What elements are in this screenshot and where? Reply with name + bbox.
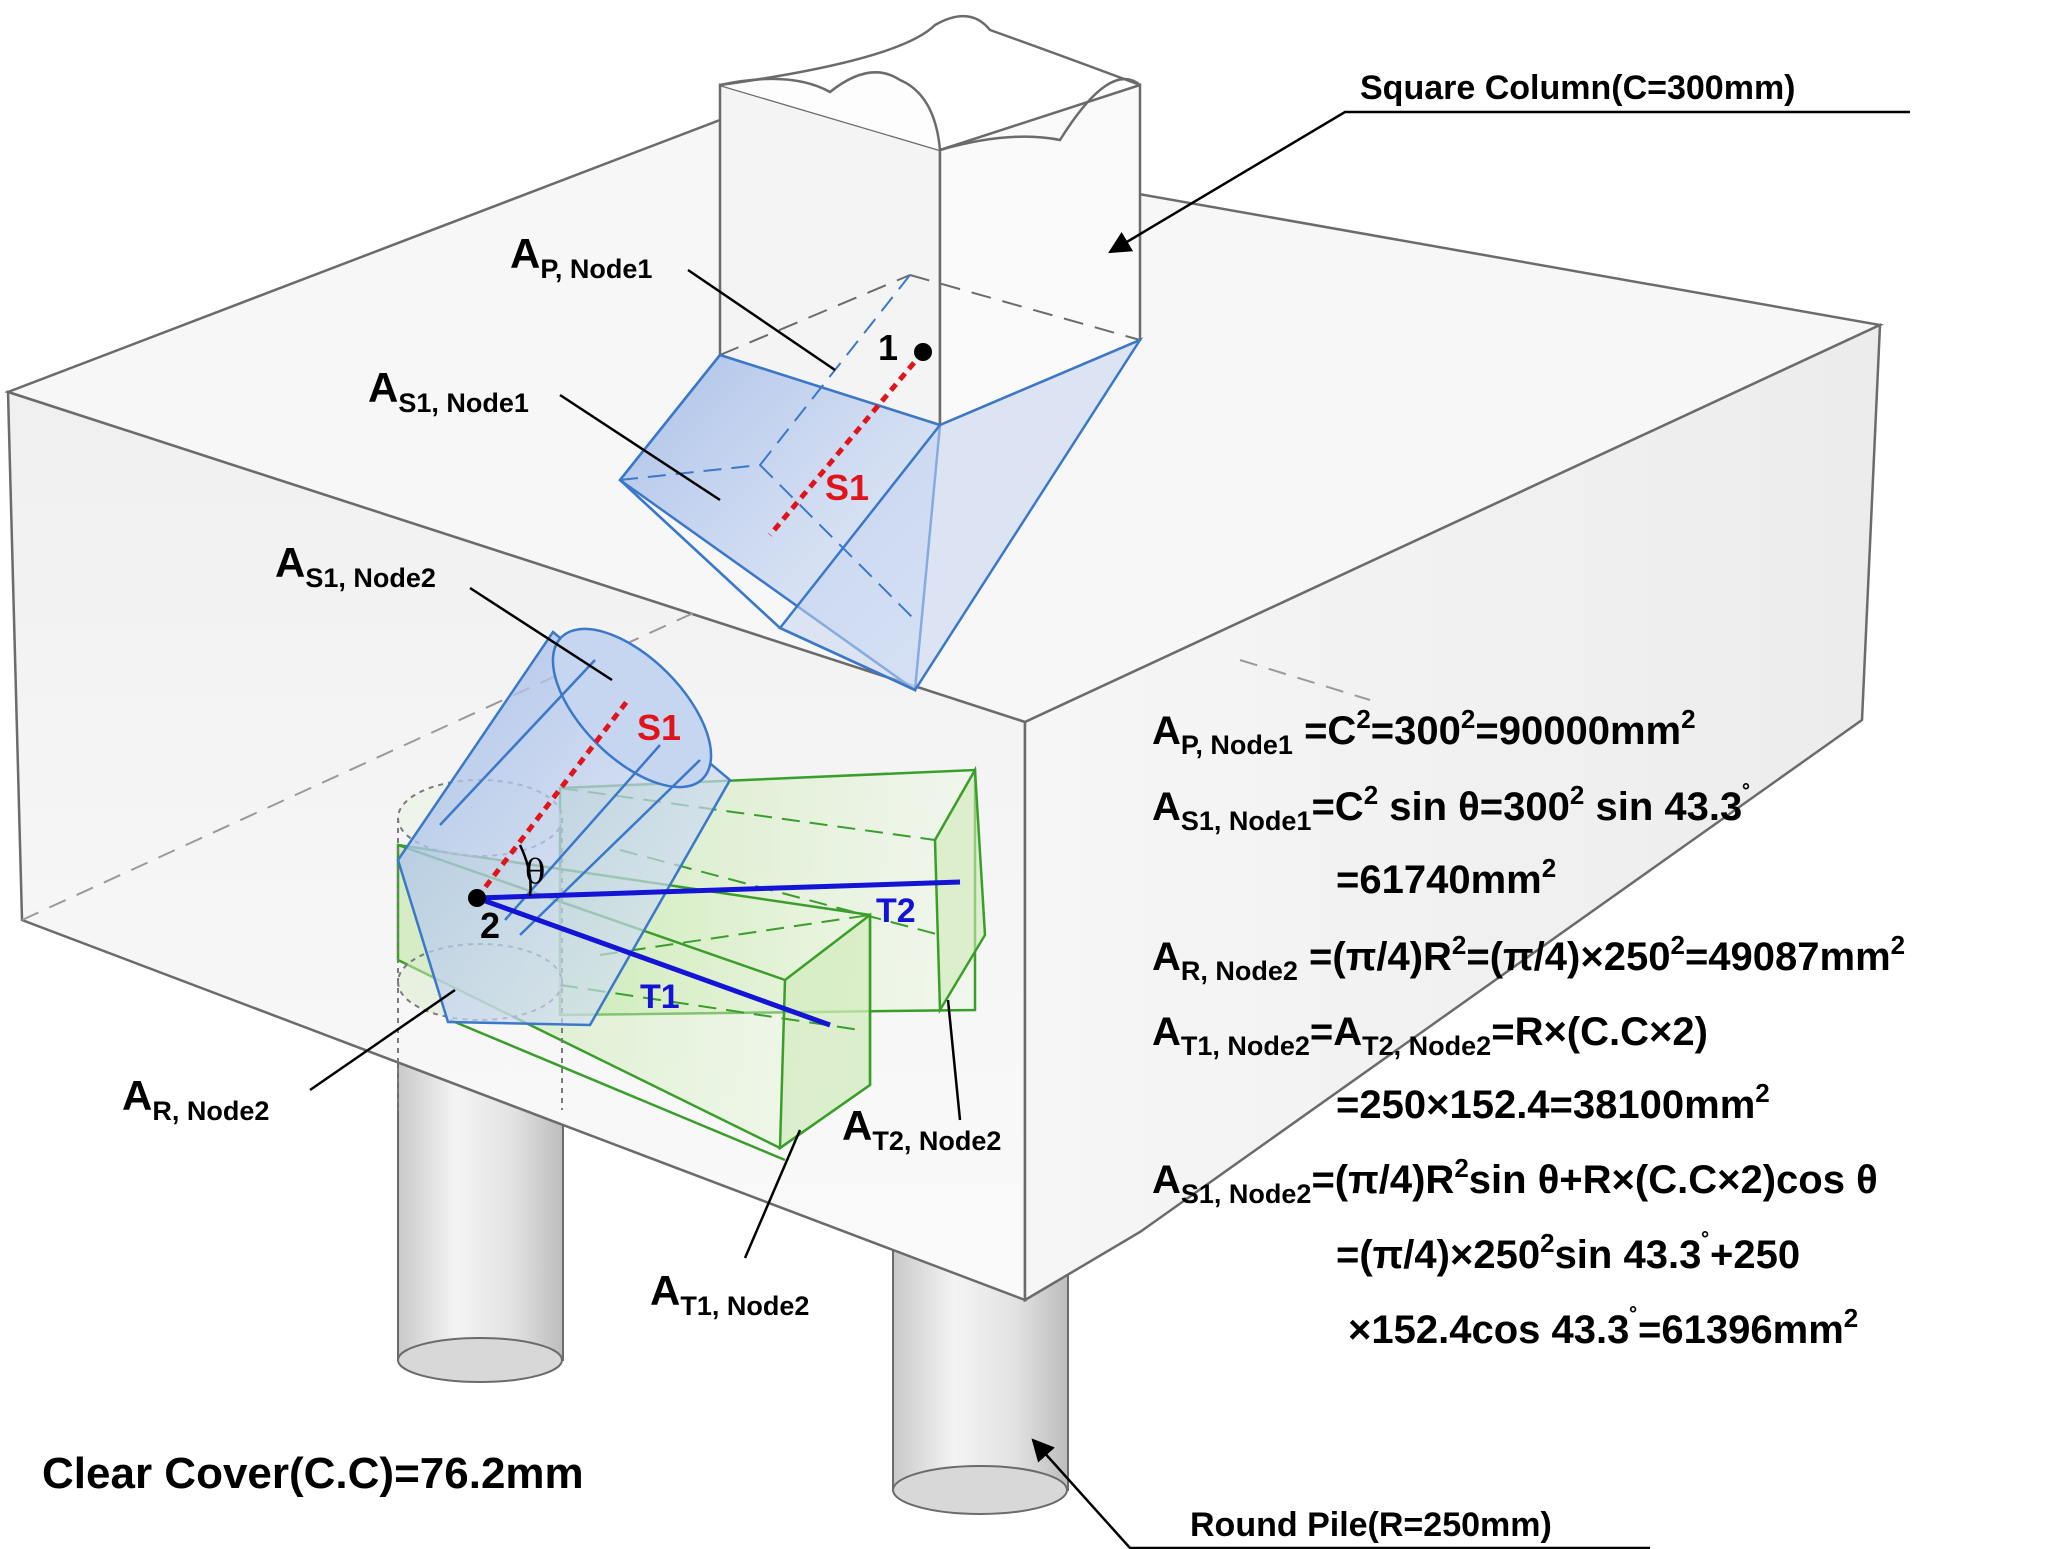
theta-arc — [518, 844, 532, 897]
node1-label: 1 — [878, 327, 898, 368]
eq-as1-node2-line3: ×152.4cos 43.3˚=61396mm2 — [1348, 1303, 1858, 1352]
strut-zone-node1 — [618, 274, 1144, 693]
equations-block: AP, Node1 =C2=3002=90000mm2 AS1, Node1=C… — [1152, 704, 1905, 1352]
strut-s1-lower-label: S1 — [637, 707, 681, 748]
strut-s1-upper-label: S1 — [825, 467, 869, 508]
ar-node2-label: AR, Node2 — [122, 1072, 269, 1126]
tie-t2-label: T2 — [876, 892, 916, 930]
eq-ap: AP, Node1 =C2=3002=90000mm2 — [1152, 704, 1696, 760]
theta-label: θ — [525, 852, 545, 892]
node-1 — [914, 343, 932, 361]
tie-t1-label: T1 — [640, 978, 680, 1016]
eq-as1-node1-line2: =61740mm2 — [1336, 853, 1556, 902]
clear-cover-label: Clear Cover(C.C)=76.2mm — [42, 1449, 584, 1498]
node2-label: 2 — [480, 905, 500, 946]
column-callout: Square Column(C=300mm) — [1360, 69, 1796, 107]
eq-as1-node1-line1: AS1, Node1=C2 sin θ=3002 sin 43.3˚ — [1152, 780, 1751, 836]
square-column — [718, 14, 1142, 427]
tie-t2 — [476, 879, 961, 901]
leader-lines — [309, 110, 1910, 1549]
ap-node1-label: AP, Node1 — [510, 230, 652, 284]
node-2 — [468, 889, 486, 907]
at2-node2-label: AT2, Node2 — [842, 1102, 1001, 1156]
eq-ar: AR, Node2 =(π/4)R2=(π/4)×2502=49087mm2 — [1152, 930, 1905, 986]
eq-at-line1: AT1, Node2=AT2, Node2=R×(C.C×2) — [1152, 1010, 1708, 1061]
as1-node2-label: AS1, Node2 — [275, 539, 436, 593]
tie-t1 — [476, 895, 831, 1028]
pile-callout: Round Pile(R=250mm) — [1190, 1506, 1552, 1544]
eq-as1-node2-line2: =(π/4)×2502sin 43.3˚+250 — [1336, 1228, 1800, 1277]
eq-at-line2: =250×152.4=38100mm2 — [1336, 1078, 1770, 1127]
eq-as1-node2-line1: AS1, Node2=(π/4)R2sin θ+R×(C.C×2)cos θ — [1152, 1153, 1878, 1209]
at1-node2-label: AT1, Node2 — [650, 1267, 809, 1321]
as1-node1-label: AS1, Node1 — [368, 364, 529, 418]
strut-s1-upper — [768, 350, 925, 537]
